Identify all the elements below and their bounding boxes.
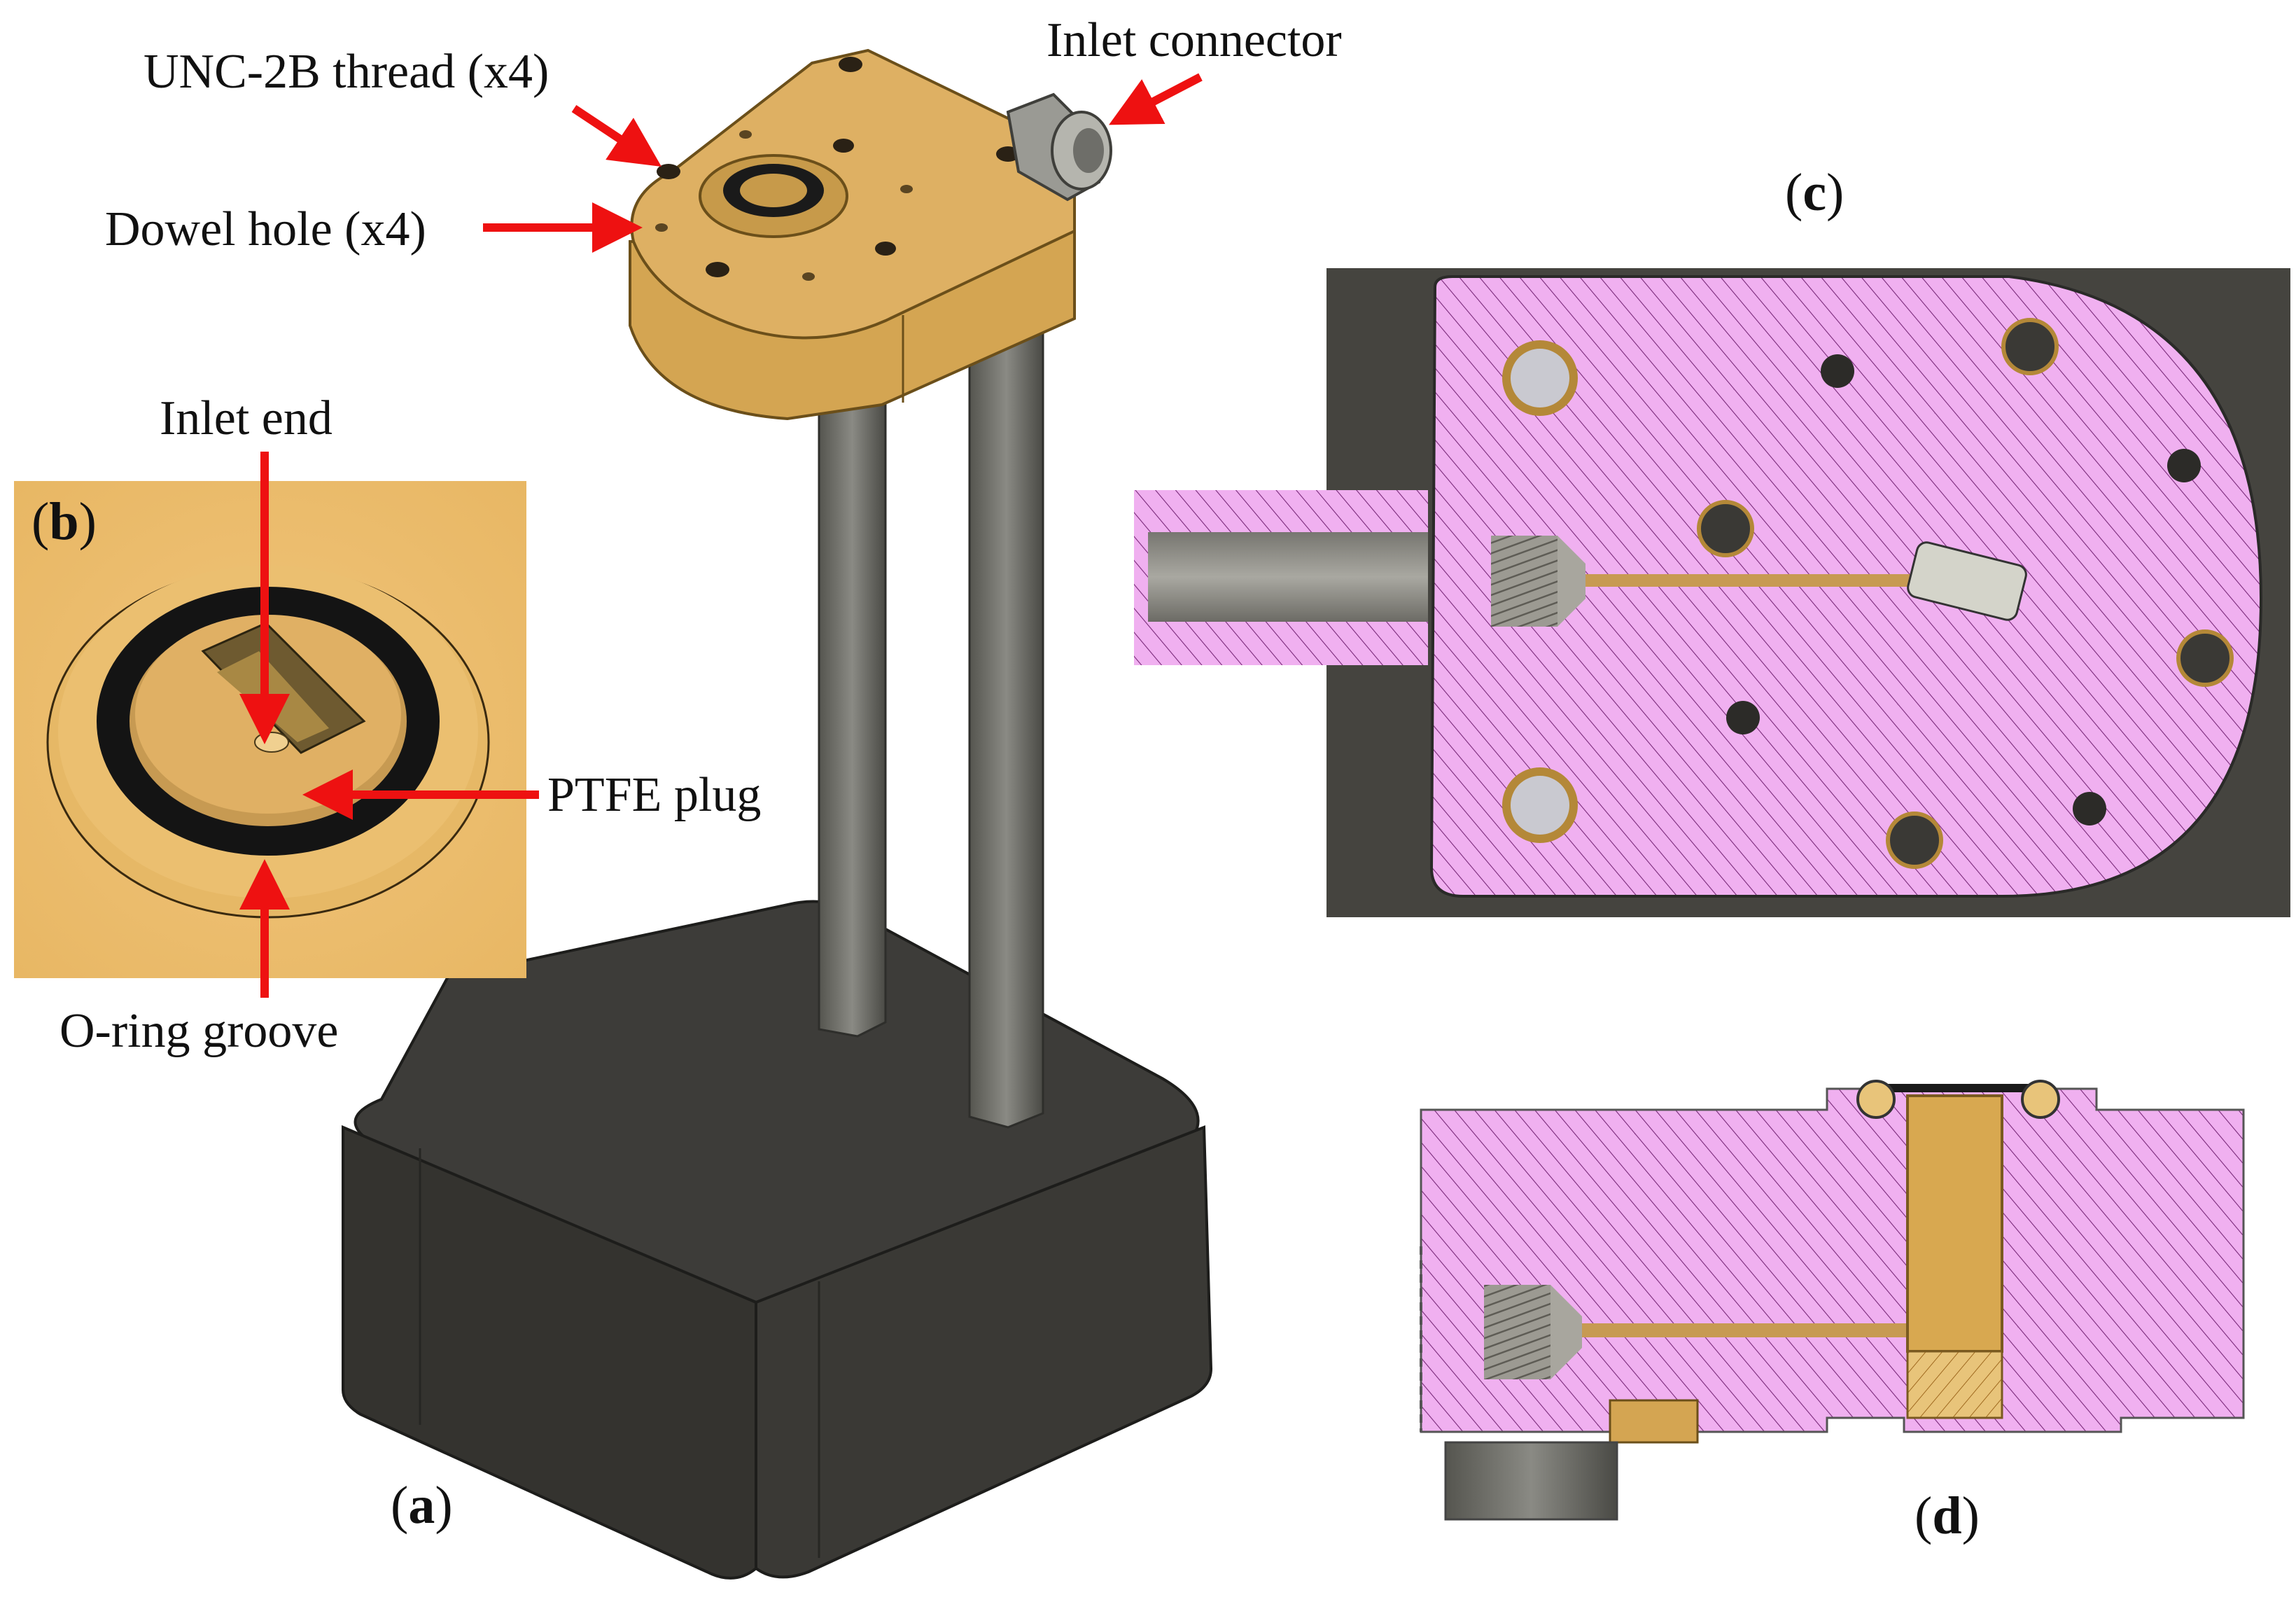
label-oring-groove: O-ring groove xyxy=(59,1004,339,1058)
small-hole xyxy=(1726,701,1760,734)
ptfe-plug-d xyxy=(1906,1350,2003,1419)
label-inlet-end: Inlet end xyxy=(160,391,332,445)
panel-label-b: (b) xyxy=(31,492,97,551)
small-hole xyxy=(2073,792,2106,826)
oring-section xyxy=(2021,1080,2060,1119)
tapped-hole xyxy=(833,139,854,153)
dowel-hole xyxy=(655,223,668,232)
oring-section xyxy=(1856,1080,1896,1119)
threaded-hole xyxy=(1697,500,1754,557)
tapped-hole xyxy=(657,164,680,179)
panel-d-section xyxy=(1420,1080,2245,1521)
base-block-left-face xyxy=(342,1124,757,1580)
flow-channel xyxy=(1586,574,1921,587)
tapped-hole xyxy=(706,262,729,277)
oring-cap xyxy=(1879,1084,2037,1092)
threaded-hole xyxy=(2001,318,2059,375)
threaded-hole xyxy=(2176,629,2234,687)
bore-d xyxy=(1906,1094,2003,1353)
panel-label-a: (a) xyxy=(391,1476,453,1535)
panel-label-c: (c) xyxy=(1785,163,1844,222)
inlet-end-hole xyxy=(254,732,289,753)
arrow-unc-thread xyxy=(571,105,662,167)
label-dowel-hole: Dowel hole (x4) xyxy=(105,202,426,256)
label-inlet-connector: Inlet connector xyxy=(1046,13,1342,67)
flow-channel-d xyxy=(1582,1323,1911,1337)
dowel-pin xyxy=(1502,767,1578,843)
dowel-hole xyxy=(900,185,913,193)
annotation-arrows xyxy=(239,73,1203,998)
dowel-hole xyxy=(802,272,815,281)
tapped-hole xyxy=(839,57,862,72)
ptfe-plug-c xyxy=(1907,541,2027,621)
dowel-pin xyxy=(1502,340,1578,416)
panel-b-closeup xyxy=(14,481,526,978)
panel-c-section xyxy=(1134,268,2290,917)
threaded-port xyxy=(1491,536,1558,627)
small-hole xyxy=(1821,354,1854,388)
tapped-hole xyxy=(875,242,896,256)
threaded-port-d xyxy=(1484,1285,1550,1379)
panel-label-d: (d) xyxy=(1914,1486,1980,1545)
rod-right xyxy=(968,321,1044,1129)
small-hole xyxy=(2167,449,2201,482)
label-unc-thread: UNC-2B thread (x4) xyxy=(144,45,549,99)
label-ptfe-plug: PTFE plug xyxy=(547,768,761,822)
arrow-inlet-connector xyxy=(1109,73,1203,125)
lower-rod xyxy=(1444,1441,1618,1521)
base-block-right-face xyxy=(755,1125,1213,1579)
side-section-body xyxy=(1420,1087,2245,1433)
panel-a-model xyxy=(342,48,1213,1580)
rod-left xyxy=(818,380,887,1038)
lower-brass xyxy=(1609,1399,1699,1444)
dowel-hole xyxy=(739,130,752,139)
threaded-hole xyxy=(1886,812,1943,869)
